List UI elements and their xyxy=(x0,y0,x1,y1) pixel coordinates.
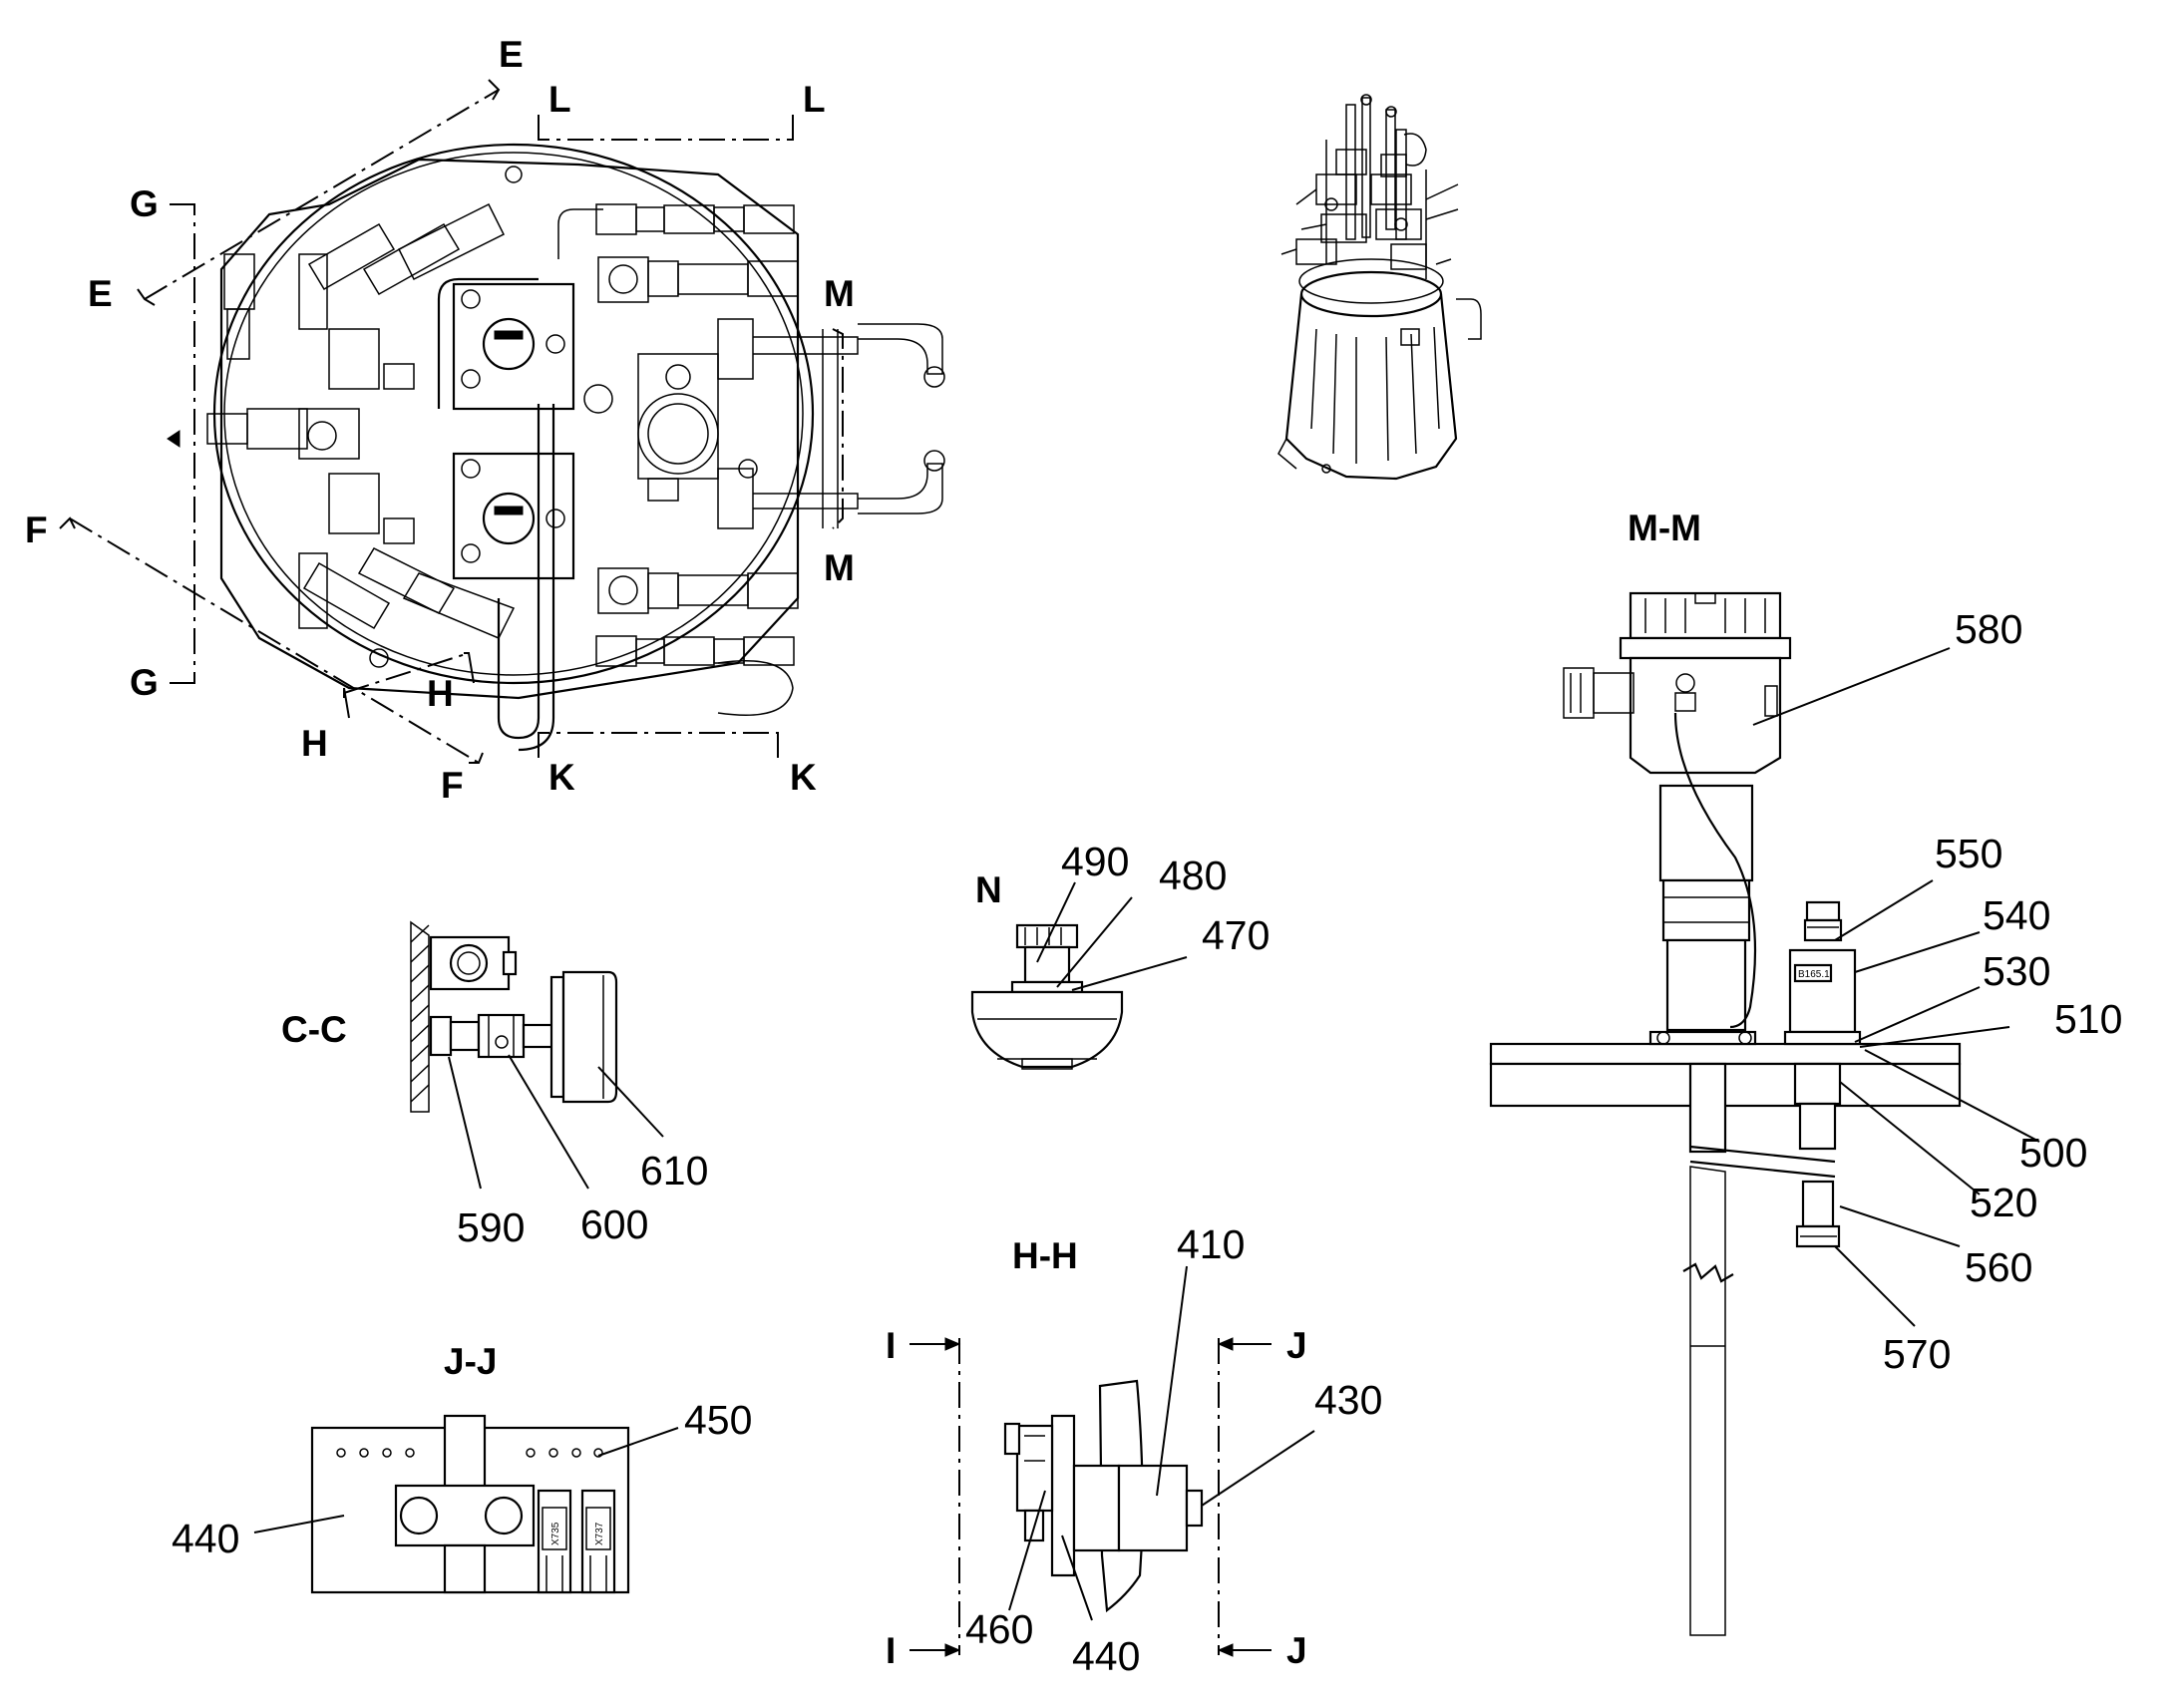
section-line-e xyxy=(144,89,500,300)
label-560: 560 xyxy=(1965,1244,2032,1290)
label-510: 510 xyxy=(2054,996,2122,1042)
plan-view: E E L L G G M M F F H H K K xyxy=(25,34,945,806)
label-530: 530 xyxy=(1983,948,2050,994)
marker-e-top: E xyxy=(499,34,524,75)
section-hh: H-H I I J J 410 430 460 xyxy=(886,1221,1382,1679)
label-410: 410 xyxy=(1177,1221,1245,1267)
marker-j-top: J xyxy=(1286,1325,1307,1366)
label-490: 490 xyxy=(1061,839,1129,884)
marker-j-bottom: J xyxy=(1286,1630,1307,1671)
title-cc: C-C xyxy=(281,1009,347,1050)
label-480: 480 xyxy=(1159,853,1227,898)
valve-label-left: X735 xyxy=(550,1522,561,1545)
title-mm: M-M xyxy=(1628,508,1701,548)
marker-h-left: H xyxy=(301,723,328,764)
label-520: 520 xyxy=(1970,1180,2037,1225)
marker-l-left: L xyxy=(548,79,571,120)
label-460: 460 xyxy=(965,1606,1033,1652)
label-580: 580 xyxy=(1955,606,2022,652)
label-470: 470 xyxy=(1202,912,1270,958)
label-550: 550 xyxy=(1935,831,2002,876)
marker-i-top: I xyxy=(886,1325,896,1366)
marker-m-top: M xyxy=(824,273,855,314)
marker-f-left: F xyxy=(25,510,48,550)
label-540: 540 xyxy=(1983,892,2050,938)
sensor-badge: B165.1 xyxy=(1798,969,1830,980)
label-500: 500 xyxy=(2019,1130,2087,1176)
section-jj: J-J X735 X737 450 440 xyxy=(172,1341,752,1594)
label-610: 610 xyxy=(640,1148,708,1194)
marker-g-top: G xyxy=(130,183,159,224)
valve-label-right: X737 xyxy=(594,1522,605,1545)
section-line-g xyxy=(180,203,195,684)
label-570: 570 xyxy=(1883,1331,1951,1377)
marker-k-right: K xyxy=(790,757,817,798)
section-line-h xyxy=(343,652,470,694)
label-450: 450 xyxy=(684,1397,752,1443)
section-line-k xyxy=(538,732,779,748)
section-line-f xyxy=(69,517,480,764)
marker-g-bottom: G xyxy=(130,662,159,703)
label-440-jj: 440 xyxy=(172,1516,239,1561)
title-n: N xyxy=(975,869,1002,910)
section-mm: M-M xyxy=(1489,508,2122,1636)
marker-m-bottom: M xyxy=(824,547,855,588)
marker-h-right: H xyxy=(427,673,454,714)
marker-l-right: L xyxy=(803,79,826,120)
marker-i-bottom: I xyxy=(886,1630,896,1671)
title-jj: J-J xyxy=(444,1341,497,1382)
title-hh: H-H xyxy=(1012,1235,1078,1276)
isometric-view xyxy=(1277,94,1482,481)
view-n: N 490 480 470 xyxy=(970,839,1270,1070)
marker-k-left: K xyxy=(548,757,575,798)
marker-f-bottom: F xyxy=(441,765,464,806)
marker-e-left: E xyxy=(88,273,113,314)
label-590: 590 xyxy=(457,1204,525,1250)
label-440-hh: 440 xyxy=(1072,1633,1140,1679)
section-line-m xyxy=(832,328,844,529)
section-line-l xyxy=(538,125,794,141)
label-430: 430 xyxy=(1314,1377,1382,1423)
label-600: 600 xyxy=(580,1201,648,1247)
section-cc: C-C 590 600 610 xyxy=(281,920,708,1250)
